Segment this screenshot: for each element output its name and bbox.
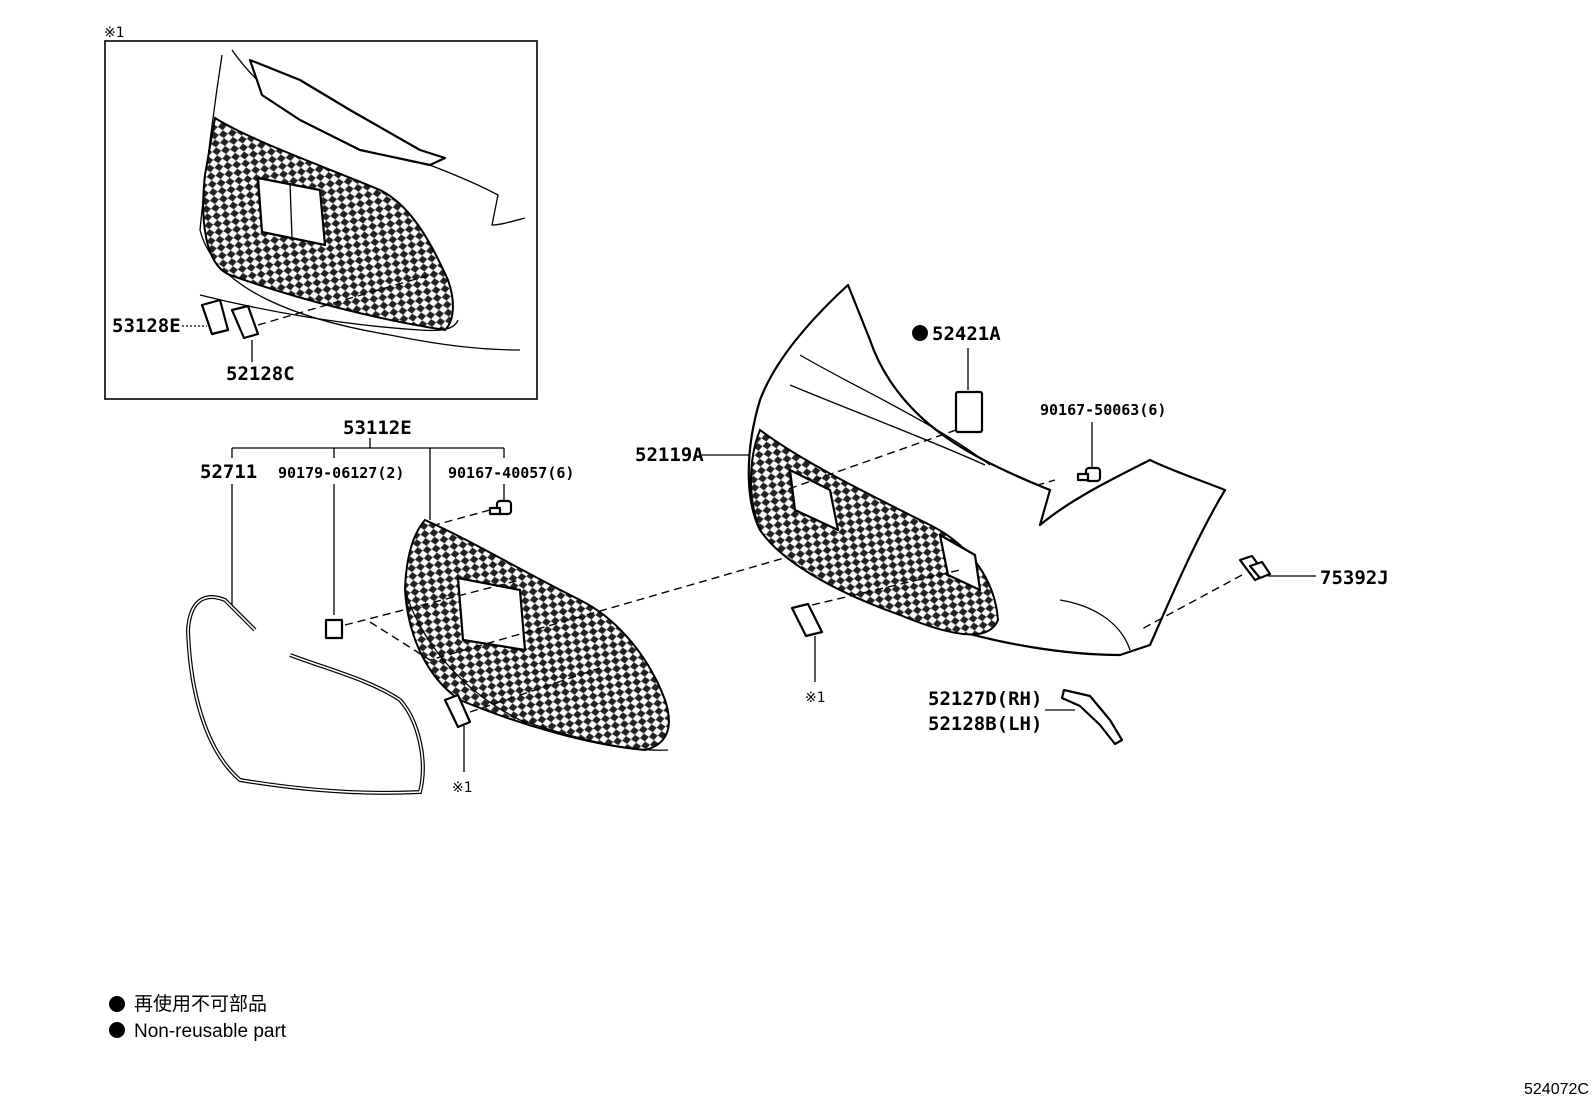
- label-53128E: 53128E: [112, 315, 181, 337]
- label-52128B: 52128B(LH): [928, 713, 1042, 735]
- label-90167-50063: 90167-50063(6): [1040, 401, 1166, 419]
- bumper-assembly: 52119A 52421A 90167-50063(6) 75392J: [635, 283, 1389, 746]
- label-90167-40057: 90167-40057(6): [448, 464, 574, 482]
- non-reusable-marker: [912, 325, 928, 341]
- label-52127D: 52127D(RH): [928, 688, 1042, 710]
- diagram-code: 524072C: [1524, 1081, 1589, 1098]
- inset-note-mark: ※1: [104, 25, 125, 41]
- label-53112E: 53112E: [343, 417, 412, 439]
- label-52128C: 52128C: [226, 363, 295, 385]
- inset-frame: [104, 40, 538, 400]
- label-52711: 52711: [200, 461, 257, 483]
- bumper-ref-mark: ※1: [805, 690, 826, 706]
- bracket-52127D-52128B: [1060, 688, 1124, 746]
- label-90179-06127: 90179-06127(2): [278, 464, 404, 482]
- grille-ref-mark: ※1: [452, 780, 473, 796]
- part-75392J: [1238, 554, 1272, 582]
- clip-90179: [324, 618, 344, 640]
- grille-53112E: [403, 518, 670, 752]
- screw-90167-40057: [488, 499, 513, 516]
- inset-bumper-drawing: [199, 49, 526, 351]
- legend-jp: 再使用不可部品: [134, 993, 267, 1015]
- part-52421A: [954, 390, 984, 434]
- legend-bullet-jp: [109, 996, 125, 1012]
- screw-90167-50063: [1076, 466, 1102, 483]
- inset-detail: ※1 53128E 52128C: [104, 25, 538, 400]
- label-52421A: 52421A: [932, 323, 1001, 345]
- legend-en: Non-reusable part: [134, 1021, 287, 1042]
- label-75392J: 75392J: [1320, 567, 1389, 589]
- molding-52711: [185, 595, 425, 795]
- label-52119A: 52119A: [635, 444, 704, 466]
- grille-assembly: 53112E 52711 90179-06127(2) 90167-40057(…: [185, 417, 1056, 796]
- legend: 再使用不可部品 Non-reusable part: [109, 993, 287, 1042]
- legend-bullet-en: [109, 1022, 125, 1038]
